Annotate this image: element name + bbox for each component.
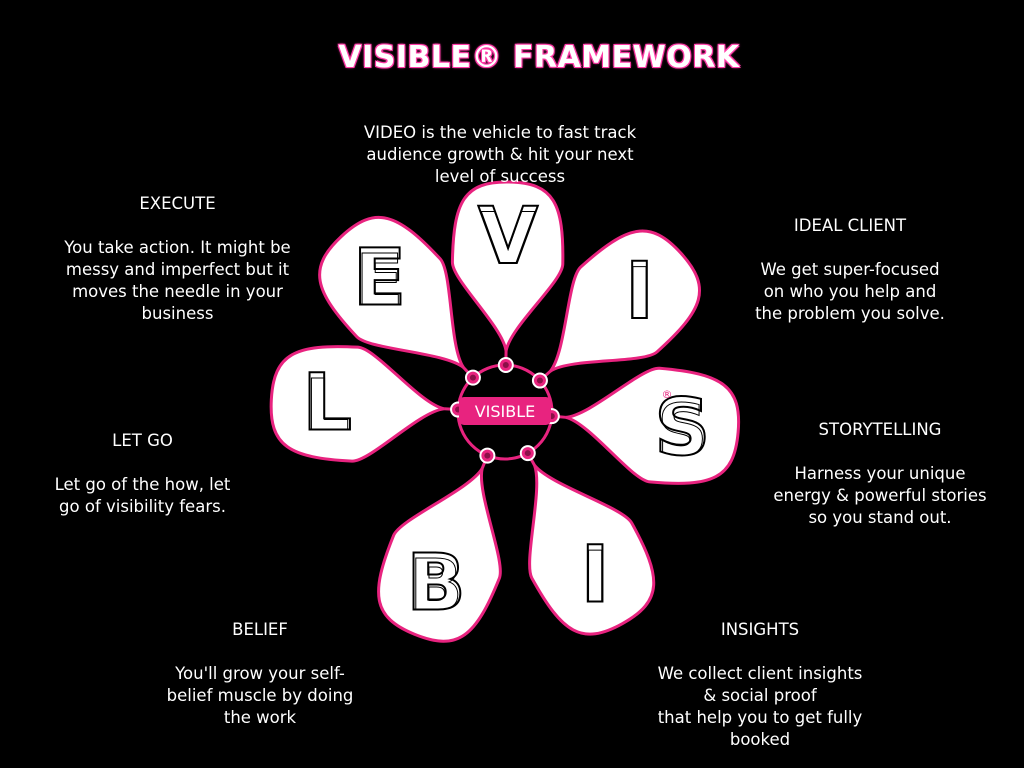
description-ideal-client: IDEAL CLIENT We get super-focused on who…	[730, 193, 970, 325]
petal-letter-inline: I	[626, 253, 652, 335]
petal-letter-inline: I	[582, 537, 608, 619]
petal-node-center	[536, 377, 543, 384]
petal-letter-inline: S	[657, 390, 707, 472]
petal-letter-inline: B	[409, 545, 462, 627]
registered-mark: ®	[662, 388, 673, 401]
page-title: VISIBLE® FRAMEWORK	[338, 40, 740, 75]
description-video-body: VIDEO is the vehicle to fast track audie…	[363, 123, 637, 186]
petal-shape	[565, 366, 741, 485]
description-belief-body: You'll grow your self- belief muscle by …	[166, 664, 354, 727]
description-let-go-body: Let go of the how, let go of visibility …	[54, 475, 231, 516]
hub-label: VISIBLE	[459, 397, 551, 425]
description-ideal-client-body: We get super-focused on who you help and…	[755, 260, 945, 323]
petal-letter-inline: E	[356, 239, 404, 321]
description-video: VIDEO is the vehicle to fast track audie…	[330, 100, 670, 188]
petal-s: SS	[543, 366, 741, 485]
petal-letter: V	[478, 192, 538, 282]
petal-letter: L	[302, 359, 352, 449]
petal-shape	[549, 229, 701, 373]
description-storytelling-heading: STORYTELLING	[818, 420, 942, 439]
description-execute-heading: EXECUTE	[139, 194, 216, 213]
petal-letter: I	[625, 247, 654, 337]
petal-shape	[450, 180, 565, 352]
description-execute-body: You take action. It might be messy and i…	[64, 238, 291, 323]
description-execute: EXECUTE You take action. It might be mes…	[40, 171, 315, 325]
petal-node-center	[469, 374, 476, 381]
hub-label-text: VISIBLE	[475, 402, 536, 421]
petal-letter: E	[353, 233, 406, 323]
description-ideal-client-heading: IDEAL CLIENT	[793, 216, 907, 235]
petal-i-ideal: II	[531, 229, 701, 389]
petal-e: EE	[318, 215, 481, 386]
petal-shape	[528, 464, 656, 636]
petal-shape	[269, 345, 445, 463]
petal-letter-inline: L	[305, 365, 350, 447]
petal-b: BB	[377, 447, 502, 643]
description-insights-body: We collect client insights & social proo…	[657, 664, 863, 749]
petal-letter: B	[406, 539, 465, 629]
description-belief: BELIEF You'll grow your self- belief mus…	[145, 597, 375, 729]
description-insights-heading: INSIGHTS	[720, 620, 800, 639]
description-storytelling-body: Harness your unique energy & powerful st…	[773, 464, 987, 527]
petal-l: LL	[269, 345, 467, 463]
petal-v: VV	[450, 180, 565, 374]
petal-letter: S	[654, 384, 710, 474]
description-let-go: LET GO Let go of the how, let go of visi…	[30, 408, 255, 518]
description-insights: INSIGHTS We collect client insights & so…	[630, 597, 890, 751]
petal-i-insights: II	[519, 445, 656, 636]
petal-letter: I	[581, 531, 610, 621]
petal-letter-inline: V	[481, 198, 535, 280]
description-storytelling: STORYTELLING Harness your unique energy …	[755, 397, 1005, 529]
petal-node-center	[484, 452, 491, 459]
description-let-go-heading: LET GO	[112, 431, 173, 450]
petal-node-center	[502, 362, 509, 369]
petal-shape	[377, 467, 502, 643]
petal-shape	[318, 215, 465, 369]
description-belief-heading: BELIEF	[232, 620, 288, 639]
petal-node-center	[524, 450, 531, 457]
hub-label-background	[459, 397, 551, 425]
